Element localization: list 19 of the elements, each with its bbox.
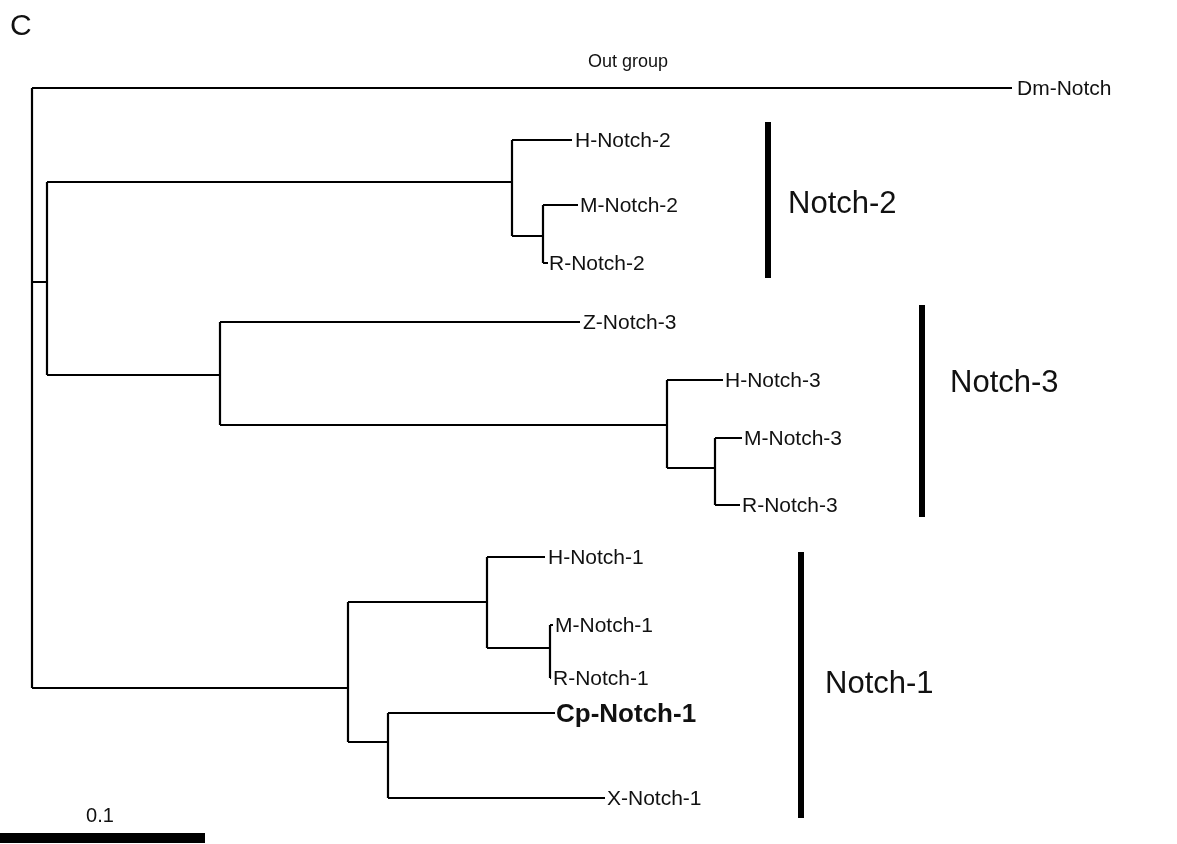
panel-letter: C	[10, 7, 32, 41]
scale-value: 0.1	[86, 804, 114, 826]
taxon-label: R-Notch-1	[553, 666, 649, 690]
branch-label: Out group	[587, 52, 669, 72]
taxon-label: R-Notch-3	[742, 493, 838, 517]
taxon-label: X-Notch-1	[607, 786, 702, 810]
clade-label: Notch-2	[788, 185, 897, 221]
taxon-label: Dm-Notch	[1017, 76, 1112, 100]
taxon-label: Cp-Notch-1	[556, 698, 697, 728]
clade-label: Notch-1	[825, 665, 934, 701]
taxon-label: Z-Notch-3	[583, 310, 677, 334]
taxon-label: M-Notch-3	[744, 426, 843, 450]
taxon-label: M-Notch-2	[580, 193, 679, 217]
taxon-label: H-Notch-2	[575, 128, 671, 152]
clade-label: Notch-3	[950, 364, 1059, 400]
taxon-label: H-Notch-3	[725, 368, 821, 392]
taxon-label: R-Notch-2	[549, 251, 645, 275]
taxon-label: H-Notch-1	[548, 545, 644, 569]
taxon-label: M-Notch-1	[555, 613, 654, 637]
